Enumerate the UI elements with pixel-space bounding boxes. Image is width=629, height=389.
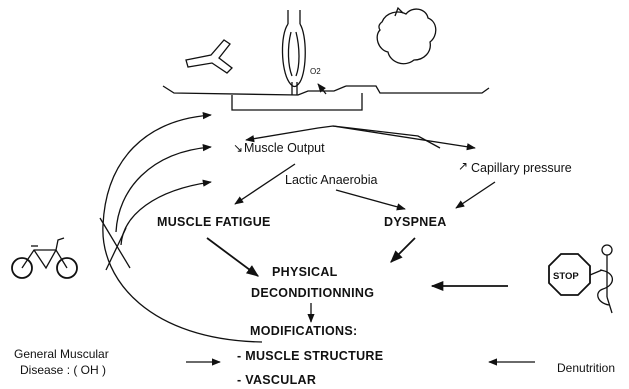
o2-arrow [318,84,326,94]
arrow-capillary-to-dyspnea [456,182,495,208]
muscle-structure-label: - MUSCLE STRUCTURE [237,349,383,363]
physical-label: PHYSICAL [272,265,338,279]
general-muscular-label: General Muscular [14,347,109,361]
arrow-fatigue-to-deconditionning [207,238,258,276]
disease-oh-label: Disease : ( OH ) [20,363,106,377]
muscle-fatigue-label: MUSCLE FATIGUE [157,215,271,229]
person-icon [598,245,613,313]
alveolus-icon [282,10,305,95]
muscle-output-label: Muscle Output [244,141,325,155]
heart-icon [377,8,436,64]
o2-label: O2 [310,67,321,76]
organ-block: O2 [163,8,489,110]
stop-sign-icon: STOP [549,254,602,295]
arrow-to-capillary [333,126,475,148]
arrow-dyspnea-to-deconditionning [391,238,415,262]
muscle-output-marker: ↘ [233,141,243,155]
capillary-pressure-label: Capillary pressure [471,161,572,175]
bronchi-icon [186,40,232,73]
arrow-lactic-to-dyspnea [336,190,405,209]
organ-baseline-left [163,86,346,95]
feedback-arc-inner [121,182,211,245]
lactic-anaerobia-label: Lactic Anaerobia [285,173,377,187]
deconditionning-label: DECONDITIONNING [251,286,374,300]
capillary-marker: ↗ [458,159,468,173]
organ-baseline-right [346,86,489,93]
vascular-label: - VASCULAR [237,373,316,387]
modifications-label: MODIFICATIONS: [250,324,357,338]
stop-sign-text: STOP [553,271,579,282]
cross-stroke-b [106,228,126,270]
denutrition-label: Denutrition [557,361,615,375]
dyspnea-label: DYSPNEA [384,215,447,229]
bicycle-icon [12,238,77,278]
